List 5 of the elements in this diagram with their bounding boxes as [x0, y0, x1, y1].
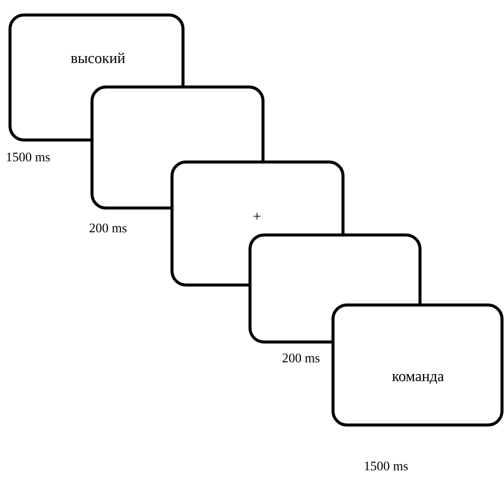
duration-label: 200 ms	[282, 354, 320, 362]
duration-label: 200 ms	[90, 224, 126, 232]
duration-label: 1500 ms	[6, 152, 50, 162]
stimulus-frame: команда	[332, 304, 504, 426]
duration-label: 1500 ms	[364, 462, 408, 470]
